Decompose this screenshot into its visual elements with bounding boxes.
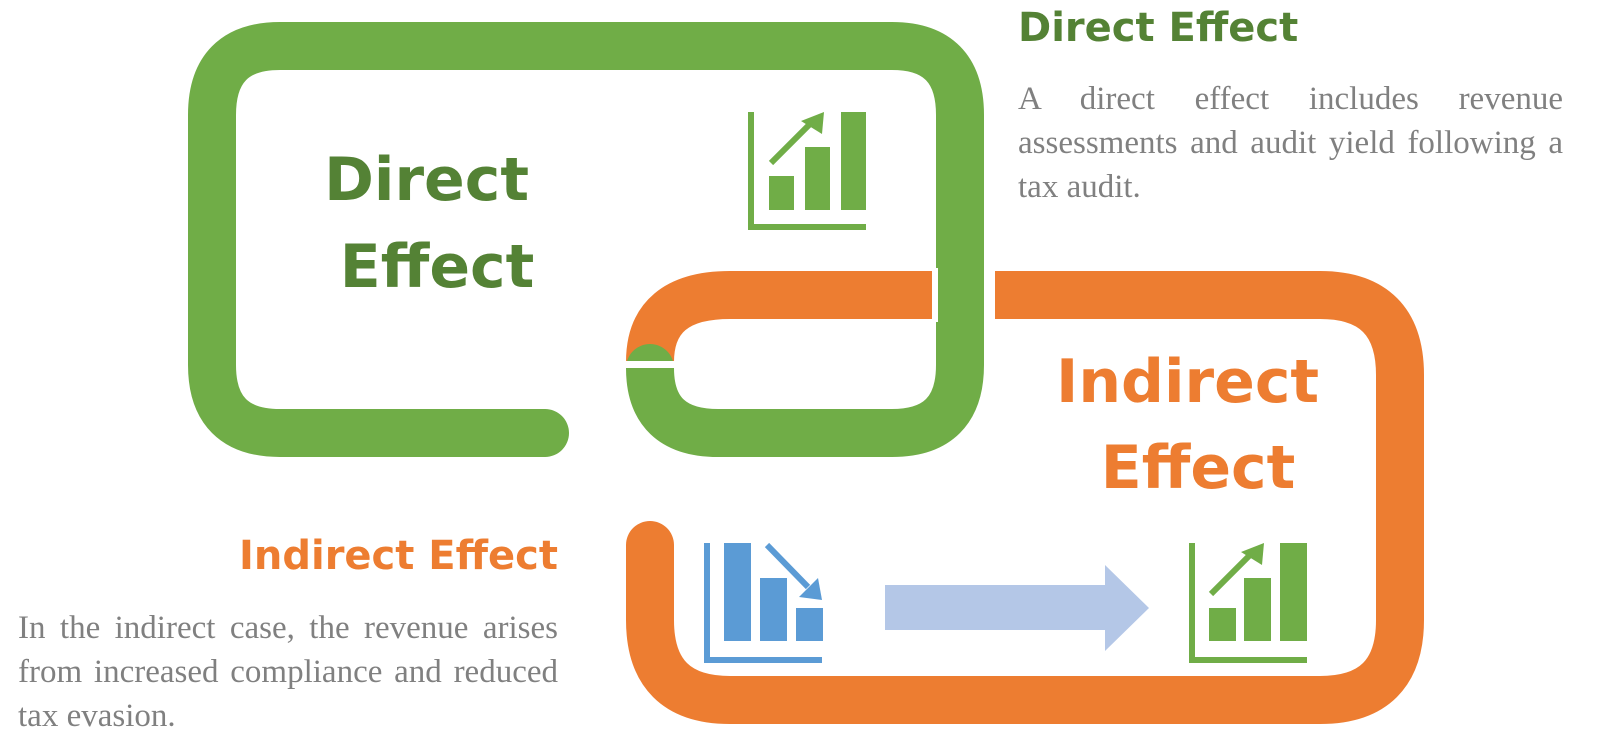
indirect-label-line-2: Effect	[1101, 433, 1296, 503]
direct-loop	[188, 22, 984, 457]
loop-gap	[984, 268, 995, 322]
direct-label-line-1: Direct	[324, 145, 529, 215]
bar-chart-up-icon	[748, 112, 866, 230]
bar-chart-down-icon	[704, 542, 823, 663]
indirect-label-line-1: Indirect	[1056, 347, 1319, 417]
right-arrow-icon	[885, 565, 1149, 651]
bar-chart-up-icon	[1189, 543, 1307, 663]
direct-label-line-2: Effect	[340, 232, 535, 302]
indirect-label: Indirect Effect	[1056, 347, 1340, 503]
direct-effect-heading: Direct Effect	[1018, 5, 1299, 51]
indirect-effect-heading: Indirect Effect	[238, 533, 558, 579]
direct-label: Direct Effect	[324, 145, 550, 302]
indirect-effect-description: In the indirect case, the revenue arises…	[18, 610, 558, 734]
loop-gap	[624, 361, 676, 368]
direct-effect-description: A direct effect includes revenue assessm…	[1018, 81, 1563, 205]
loop-gap	[932, 268, 938, 322]
